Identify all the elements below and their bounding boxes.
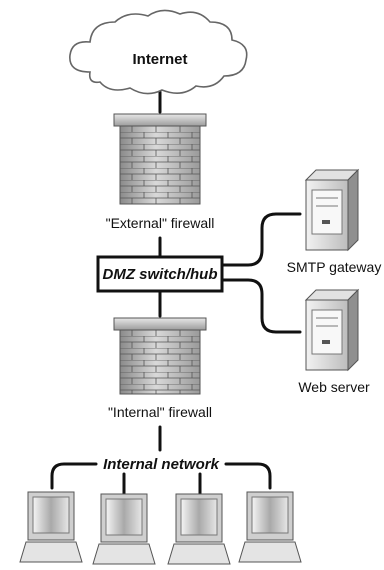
external-firewall-label: "External" firewall	[106, 215, 215, 231]
web-server-icon	[304, 288, 360, 372]
dmz-switch-hub: DMZ switch/hub	[96, 255, 224, 293]
link-dmz-smtp-gateway	[220, 212, 302, 267]
workstation-2	[92, 493, 156, 565]
internet-label: Internet	[132, 51, 187, 68]
internet-cloud: Internet	[69, 9, 248, 95]
internal-firewall-icon	[113, 317, 207, 395]
workstation-4	[238, 491, 302, 563]
external-firewall-icon	[113, 113, 207, 205]
dmz-switch-label: DMZ switch/hub	[103, 266, 218, 283]
smtp-gateway-label: SMTP gateway	[287, 259, 382, 275]
link-dmz-web-server	[220, 278, 302, 334]
internal-firewall-label: "Internal" firewall	[108, 404, 212, 420]
workstation-1	[19, 491, 83, 563]
smtp-gateway-server-icon	[304, 168, 360, 252]
internal-network-bus	[50, 462, 272, 490]
internal-network-label: Internal network	[103, 456, 220, 473]
connections	[50, 90, 302, 496]
web-server-label: Web server	[298, 379, 370, 395]
workstation-3	[167, 493, 231, 565]
